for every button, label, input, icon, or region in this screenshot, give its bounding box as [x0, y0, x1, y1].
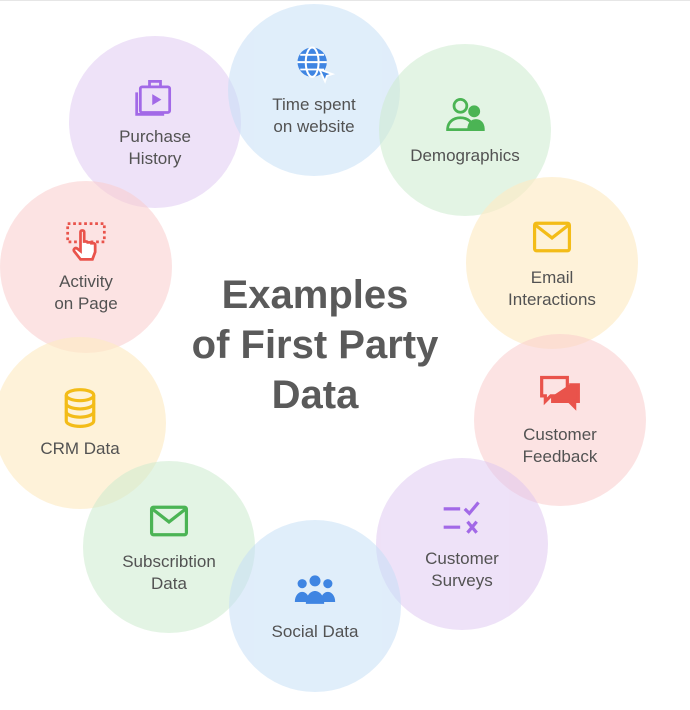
bubble-label: Demographics — [410, 146, 520, 165]
bubble-label: Activity on Page — [54, 272, 118, 313]
bubble-social-data: Social Data — [229, 520, 401, 692]
envelope-icon — [530, 215, 574, 259]
envelope-icon — [147, 499, 191, 543]
bubble-label: Subscribtion Data — [122, 552, 216, 593]
bubble-label: Customer Feedback — [522, 425, 598, 466]
bubble-label: Purchase History — [119, 127, 191, 168]
bubble-label: Social Data — [271, 622, 359, 641]
bubble-label: Email Interactions — [508, 268, 596, 309]
bubble-activity-on-page: Activity on Page — [0, 181, 172, 353]
database-icon — [58, 386, 102, 430]
users-icon — [443, 93, 487, 137]
tap-icon — [64, 219, 108, 263]
chat-bubbles-icon — [538, 372, 582, 416]
top-divider — [0, 0, 690, 1]
bubble-label: Customer Surveys — [425, 549, 499, 590]
bubble-subscription-data: Subscribtion Data — [83, 461, 255, 633]
video-bag-icon — [133, 74, 177, 118]
center-title: Examples of First Party Data — [191, 273, 439, 417]
bubble-label: CRM Data — [40, 439, 120, 458]
checklist-icon — [440, 496, 484, 540]
bubble-time-spent: Time spent on website — [228, 4, 400, 176]
bubble-customer-surveys: Customer Surveys — [376, 458, 548, 630]
bubble-label: Time spent on website — [272, 95, 356, 136]
bubble-purchase-history: Purchase History — [69, 36, 241, 208]
group-icon — [293, 569, 337, 613]
globe-cursor-icon — [292, 42, 336, 86]
bubble-email-interactions: Email Interactions — [466, 177, 638, 349]
